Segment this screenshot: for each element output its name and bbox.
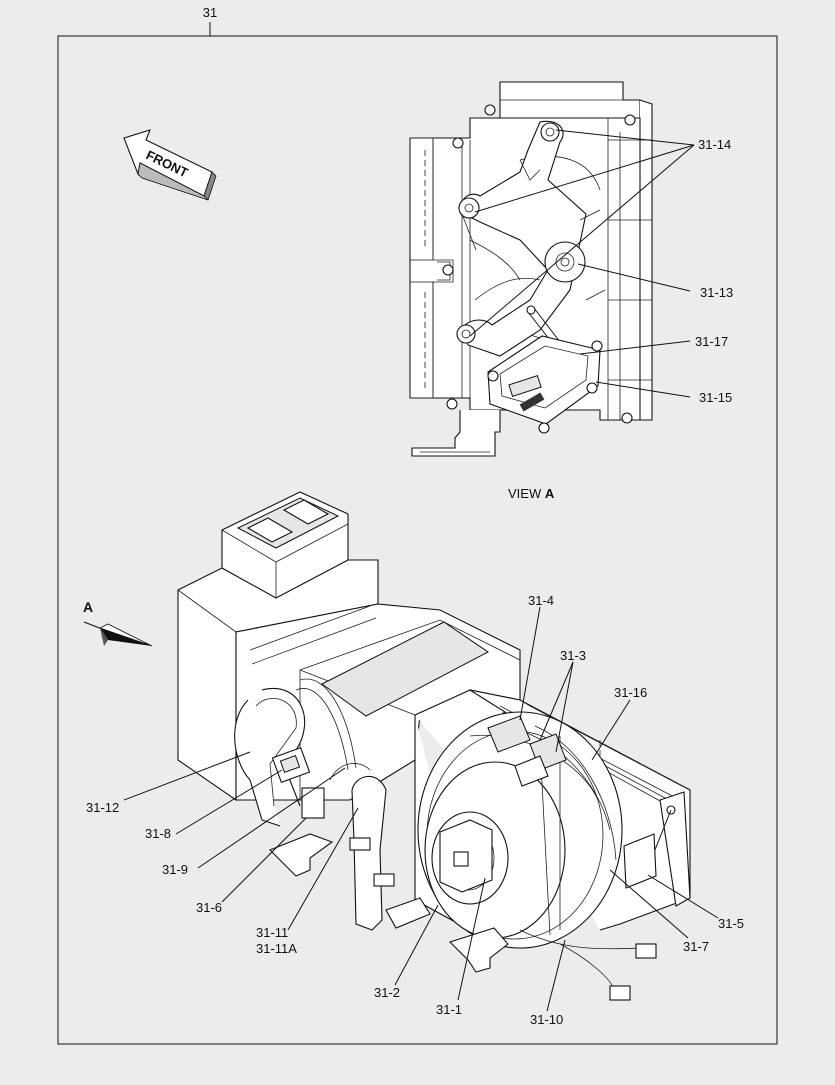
callout-31-17: 31-17 — [695, 334, 728, 349]
view-a-leaders — [469, 129, 695, 398]
view-arrow-a-icon — [83, 621, 153, 647]
callout-31-13: 31-13 — [700, 285, 733, 300]
view-a-caption: VIEW A — [508, 486, 555, 501]
diagram-frame — [57, 35, 778, 1045]
callout-31-15: 31-15 — [699, 390, 732, 405]
callout-31-6: 31-6 — [196, 900, 222, 915]
callout-31-5: 31-5 — [718, 916, 744, 931]
front-arrow-icon: FRONT — [123, 129, 217, 201]
callout-31-11: 31-11 — [256, 925, 288, 940]
heater-unit-assembly — [177, 491, 691, 1001]
callout-31-11a: 31-11A — [256, 941, 297, 956]
callout-31-10: 31-10 — [530, 1012, 563, 1027]
callout-31-4: 31-4 — [528, 593, 554, 608]
assembly-leaders — [123, 606, 719, 1012]
callout-31-14: 31-14 — [698, 137, 731, 152]
callout-31-3: 31-3 — [560, 648, 586, 663]
diagram-title: 31 — [203, 5, 217, 20]
callout-31-9: 31-9 — [162, 862, 188, 877]
callout-31-12: 31-12 — [86, 800, 119, 815]
callout-31-16: 31-16 — [614, 685, 647, 700]
callout-31-7: 31-7 — [683, 939, 709, 954]
view-arrow-label: A — [83, 599, 93, 615]
callout-31-1: 31-1 — [436, 1002, 462, 1017]
view-caption-prefix: VIEW — [508, 486, 545, 501]
view-caption-letter: A — [545, 486, 555, 501]
view-a-detail — [409, 81, 653, 457]
callout-31-8: 31-8 — [145, 826, 171, 841]
callout-31-2: 31-2 — [374, 985, 400, 1000]
